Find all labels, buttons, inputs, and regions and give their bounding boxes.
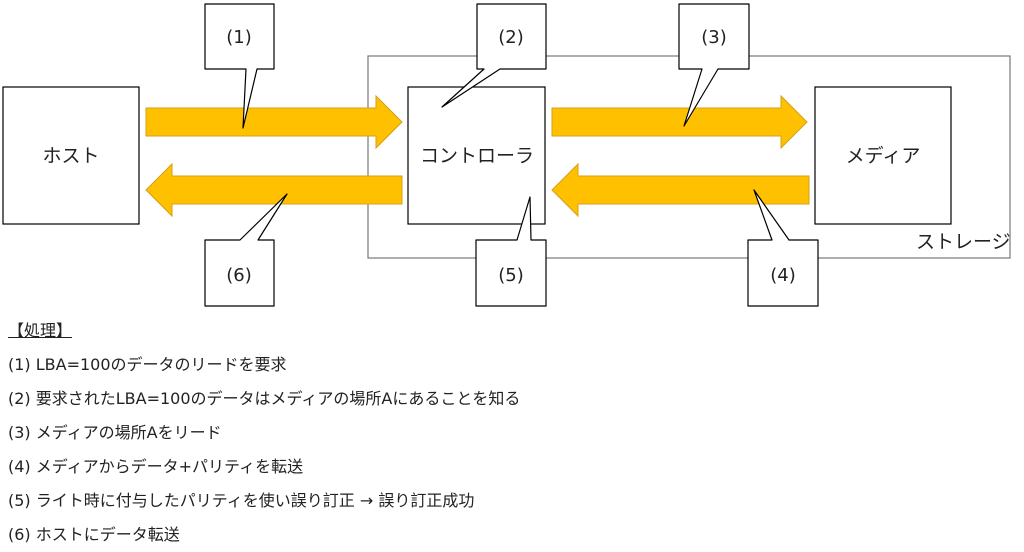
step-2: (2) 要求されたLBA=100のデータはメディアの場所Aにあることを知る xyxy=(8,389,521,408)
callout-1 xyxy=(204,3,275,129)
callout-5-label: (5) xyxy=(498,265,524,286)
callout-5 xyxy=(475,196,547,307)
arrow-media-to-controller xyxy=(551,162,810,218)
step-1: (1) LBA=100のデータのリードを要求 xyxy=(8,355,287,374)
callout-2-label: (2) xyxy=(498,27,524,48)
step-5: (5) ライト時に付与したパリティを使い誤り訂正 → 誤り訂正成功 xyxy=(8,491,475,510)
media-label: メディア xyxy=(846,145,921,167)
callout-6-label: (6) xyxy=(226,265,252,286)
callout-3 xyxy=(678,3,750,127)
storage-label: ストレージ xyxy=(916,231,1011,253)
arrow-controller-to-media xyxy=(551,94,808,150)
controller-label: コントローラ xyxy=(420,145,534,167)
media-box xyxy=(814,86,952,225)
storage-read-diagram: ストレージ ホスト コントローラ メディア (1) (2) (3) (4) (5… xyxy=(2,3,1011,307)
arrow-host-to-controller xyxy=(145,94,403,150)
process-steps: 【処理】 (1) LBA=100のデータのリードを要求 (2) 要求されたLBA… xyxy=(8,314,1008,552)
callout-4 xyxy=(747,189,819,307)
arrow-controller-to-host xyxy=(145,162,403,218)
callout-3-label: (3) xyxy=(701,27,727,48)
host-box xyxy=(2,86,140,225)
callout-2 xyxy=(441,3,547,108)
step-4: (4) メディアからデータ+パリティを転送 xyxy=(8,457,304,476)
callout-6 xyxy=(204,193,288,307)
step-6: (6) ホストにデータ転送 xyxy=(8,525,180,544)
step-3: (3) メディアの場所Aをリード xyxy=(8,423,222,442)
callout-4-label: (4) xyxy=(770,265,796,286)
process-heading: 【処理】 xyxy=(8,321,73,340)
host-label: ホスト xyxy=(42,145,99,167)
controller-box xyxy=(407,86,546,225)
callout-1-label: (1) xyxy=(226,27,252,48)
